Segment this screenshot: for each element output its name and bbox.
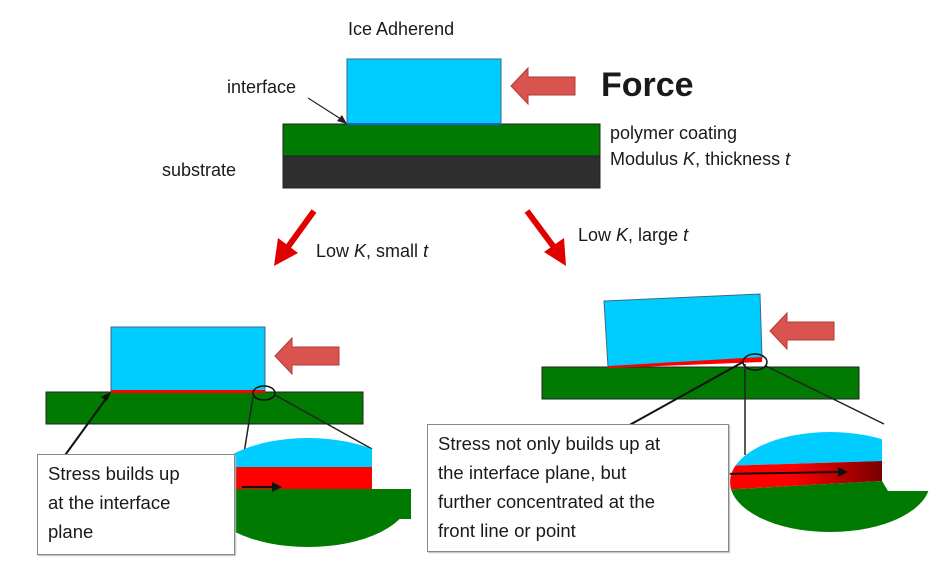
substrate-label: substrate	[162, 160, 237, 180]
branch-arrow-left-icon	[274, 209, 317, 266]
interface-pointer-line	[307, 97, 345, 122]
right-stress-wedge	[608, 357, 762, 368]
thickness-prefix: , thickness	[695, 149, 786, 169]
modulus-prefix: Modulus	[610, 149, 684, 169]
substrate-layer	[282, 155, 601, 189]
branch-arrow-right-icon	[524, 209, 566, 266]
right-magnified-view	[730, 432, 930, 532]
right-coating-layer	[541, 366, 860, 400]
left-zoom-circle	[252, 385, 276, 401]
left-callout-line: Stress builds up	[48, 463, 180, 484]
right-stress-callout: Stress not only builds up at the interfa…	[427, 424, 729, 552]
branch-left-label: Low K, small t	[316, 240, 428, 262]
modulus-symbol: K	[683, 149, 696, 169]
branch-right-middle: , large	[628, 225, 684, 245]
branch-right-k: K	[616, 225, 629, 245]
left-coating-layer	[45, 391, 364, 425]
left-stress-callout: Stress builds up at the interface plane	[37, 454, 235, 555]
left-force-arrow-icon	[274, 336, 340, 376]
force-arrow-icon	[510, 66, 576, 106]
right-callout-line: Stress not only builds up at	[438, 433, 661, 454]
interface-pointer-head	[337, 115, 347, 124]
left-inner-arrow-head	[272, 482, 282, 492]
left-callout-pointer	[62, 395, 109, 459]
ice-adherend-label: Ice Adherend	[348, 19, 455, 39]
polymer-coating-label: polymer coating	[610, 123, 738, 143]
thickness-symbol: t	[785, 149, 791, 169]
left-zoom-line-2	[274, 394, 373, 450]
right-inner-arrow	[721, 471, 841, 475]
left-ice-block	[110, 326, 266, 393]
branch-right-t: t	[683, 225, 689, 245]
right-callout-pointer	[616, 361, 744, 433]
right-inner-arrow-head	[838, 467, 848, 477]
branch-left-k: K	[354, 241, 367, 261]
branch-right-label: Low K, large t	[578, 224, 688, 246]
right-callout-line: the interface plane, but	[438, 462, 627, 483]
left-callout-pointer-head	[101, 392, 111, 401]
polymer-coating-layer	[282, 123, 601, 157]
right-callout-line: further concentrated at the	[438, 491, 655, 512]
left-callout-line: plane	[48, 521, 94, 542]
ice-block	[346, 58, 502, 125]
branch-left-t: t	[423, 241, 429, 261]
left-stress-line	[111, 390, 265, 393]
right-force-arrow-icon	[769, 311, 835, 351]
modulus-thickness-label: Modulus K, thickness t	[610, 148, 790, 170]
branch-left-middle: , small	[366, 241, 424, 261]
right-callout-line: front line or point	[438, 520, 576, 541]
branch-right-prefix: Low	[578, 225, 617, 245]
interface-label: interface	[227, 77, 297, 97]
left-callout-line: at the interface	[48, 492, 171, 513]
right-zoom-line-2	[765, 365, 885, 425]
branch-left-prefix: Low	[316, 241, 355, 261]
right-ice-block-tilted	[603, 293, 763, 368]
force-label: Force	[601, 66, 694, 104]
